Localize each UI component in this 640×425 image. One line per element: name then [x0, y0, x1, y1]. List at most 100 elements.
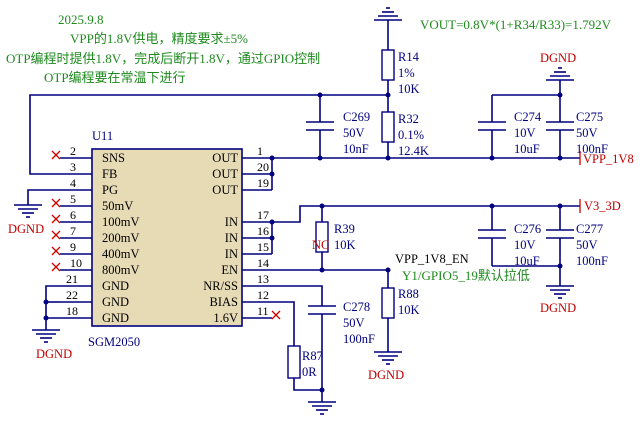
pin-name-out-20: OUT [212, 167, 238, 181]
c277-voltage: 50V [576, 238, 598, 252]
pin-num-5: 5 [70, 192, 76, 206]
pin-num-9: 9 [70, 240, 76, 254]
net-dgnd-r88: DGND [368, 368, 404, 382]
c277-value: 100nF [576, 254, 608, 268]
pin-name-fb: FB [102, 167, 117, 181]
r88-ref: R88 [398, 287, 419, 301]
note-date: 2025.9.8 [58, 12, 104, 27]
c275-voltage: 50V [576, 126, 598, 140]
pin-name-100mv: 100mV [102, 215, 140, 229]
nrss-wire [272, 285, 323, 306]
c278-voltage: 50V [343, 316, 365, 330]
ground-symbol-r14 [374, 7, 402, 21]
pin-name-sns: SNS [102, 151, 125, 165]
junction-c269-top [317, 92, 323, 98]
junction-c274-bottom [489, 155, 495, 161]
pin-num-16: 16 [257, 224, 269, 238]
capacitor-c277 [546, 229, 574, 266]
resistor-r88 [381, 287, 395, 319]
r32-value: 12.4K [398, 144, 429, 158]
pin-name-nr-ss: NR/SS [203, 279, 238, 293]
ic-ref: U11 [92, 129, 113, 143]
c278-ref: C278 [343, 300, 370, 314]
note-otp-programming: OTP编程时提供1.8V，完成后断开1.8V，通过GPIO控制 [6, 51, 320, 66]
net-dgnd-pg: DGND [8, 222, 44, 236]
ground-symbol-ic [32, 329, 60, 343]
ic-right-pin-lines [242, 157, 272, 319]
r87-bottom-wire [293, 378, 322, 391]
junction-c277-bottom [557, 263, 563, 269]
c275-ref: C275 [576, 110, 603, 124]
resistor-r32 [381, 111, 395, 143]
c269-value: 10nF [343, 142, 369, 156]
pin-name-in-15: IN [225, 247, 238, 261]
pin-num-13: 13 [257, 272, 269, 286]
r14-ref: R14 [398, 50, 420, 64]
pin-name-400mv: 400mV [102, 247, 140, 261]
pin-num-21: 21 [66, 272, 78, 286]
note-vpp-accuracy: VPP的1.8V供电，精度要求±5% [70, 31, 248, 46]
junction-r39-top [319, 203, 325, 209]
fb-feedback-wire [29, 94, 388, 175]
ic-body [91, 148, 243, 327]
c276-value: 10uF [514, 254, 540, 268]
pin-name-gnd-18: GND [102, 311, 129, 325]
ic-left-pin-lines [60, 157, 92, 319]
ground-symbol-c278 [308, 401, 336, 415]
ground-symbol-input [546, 285, 574, 299]
c277-ref: C277 [576, 222, 603, 236]
pg-ground-wire [27, 189, 60, 205]
pin-name-bias: BIAS [210, 295, 239, 309]
junction-c269-bottom [317, 155, 323, 161]
r14-tolerance: 1% [398, 66, 415, 80]
pin-num-11: 11 [257, 304, 269, 318]
c274-value: 10uF [514, 142, 540, 156]
pin-num-10: 10 [70, 256, 82, 270]
capacitor-c278 [308, 305, 336, 402]
pin-name-50mv: 50mV [102, 199, 133, 213]
formula-vout: VOUT=0.8V*(1+R34/R33)=1.792V [420, 17, 612, 32]
c276-ref: C276 [514, 222, 541, 236]
junction-c275-bottom [557, 155, 563, 161]
pin-name-gnd-21: GND [102, 279, 129, 293]
pin-num-19: 19 [257, 176, 269, 190]
v33-input-rail [272, 205, 580, 223]
net-vpp-1v8-en: VPP_1V8_EN [395, 252, 469, 266]
capacitor-c275 [546, 95, 574, 131]
net-dgnd-output: DGND [540, 51, 576, 65]
pin-name-in-17: IN [225, 215, 238, 229]
pin-num-20: 20 [257, 160, 269, 174]
pin-num-15: 15 [257, 240, 269, 254]
r39-nc: NC [312, 238, 329, 252]
pin-num-14: 14 [257, 256, 269, 270]
pin-num-7: 7 [70, 224, 76, 238]
c274-ref: C274 [514, 110, 542, 124]
c274-voltage: 10V [514, 126, 536, 140]
net-dgnd-ic: DGND [36, 347, 72, 361]
resistor-r87 [287, 345, 301, 379]
pin-name-out-19: OUT [212, 183, 238, 197]
c275-value: 100nF [576, 142, 608, 156]
pin-num-18: 18 [66, 304, 78, 318]
r39-value: 10K [334, 238, 356, 252]
no-connect-marks [51, 150, 281, 320]
ground-symbol-pg [14, 204, 42, 218]
pin-name-pg: PG [102, 183, 118, 197]
r87-value: 0R [302, 365, 317, 379]
c269-ref: C269 [343, 110, 370, 124]
c276-voltage: 10V [514, 238, 536, 252]
r32-ref: R32 [398, 112, 419, 126]
pin-name-out-1: OUT [212, 151, 238, 165]
pin-name-gnd-22: GND [102, 295, 129, 309]
pin-num-6: 6 [70, 208, 76, 222]
ic-part: SGM2050 [88, 335, 140, 349]
ground-symbol-output [546, 67, 574, 81]
pin-num-3: 3 [70, 160, 76, 174]
junction-in-16 [269, 235, 275, 241]
c269-voltage: 50V [343, 126, 365, 140]
pin-name-in-16: IN [225, 231, 238, 245]
r32-tolerance: 0.1% [398, 128, 424, 142]
bias-wire [272, 301, 295, 346]
capacitor-c274 [478, 95, 506, 131]
